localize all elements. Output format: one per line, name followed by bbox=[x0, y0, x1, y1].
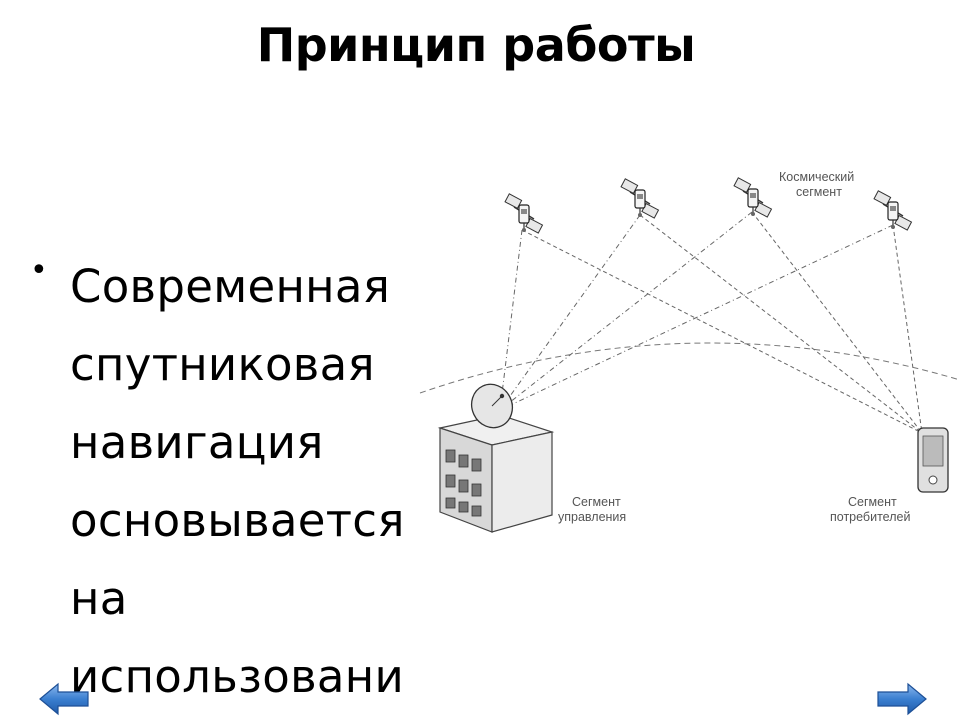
label-line: Космический bbox=[779, 170, 854, 184]
user-receiver-icon bbox=[917, 427, 949, 493]
satellite-icon bbox=[620, 178, 660, 219]
control-station-icon bbox=[437, 383, 555, 533]
arrow-right-icon[interactable] bbox=[876, 682, 928, 716]
space-segment-label: Космический сегмент bbox=[779, 170, 858, 199]
label-line: Сегмент bbox=[848, 495, 897, 509]
label-line: управления bbox=[558, 510, 626, 524]
bullet-dot: • bbox=[30, 253, 48, 288]
control-segment-label: Сегмент управления bbox=[558, 495, 626, 524]
satellite-icon bbox=[733, 177, 773, 218]
user-segment-label: Сегмент потребителей bbox=[830, 495, 910, 524]
satellite-icon bbox=[504, 193, 544, 234]
slide-title: Принцип работы bbox=[256, 18, 696, 72]
signal-lines-user bbox=[521, 211, 923, 434]
earth-horizon-arc bbox=[419, 342, 960, 394]
signal-lines-control bbox=[499, 211, 894, 411]
satellite-icon bbox=[873, 190, 913, 231]
arrow-left-icon[interactable] bbox=[38, 682, 90, 716]
bullet-text: Современная спутниковая навигация основы… bbox=[70, 260, 405, 703]
label-line: потребителей bbox=[830, 510, 910, 524]
label-line: Сегмент bbox=[572, 495, 621, 509]
bullet-list: • Современная спутниковая навигация осно… bbox=[30, 248, 460, 716]
bullet-item: • Современная спутниковая навигация осно… bbox=[30, 248, 460, 716]
gnss-segments-diagram: Космический сегмент Сегмент управления С… bbox=[419, 170, 960, 533]
label-line: сегмент bbox=[796, 185, 842, 199]
